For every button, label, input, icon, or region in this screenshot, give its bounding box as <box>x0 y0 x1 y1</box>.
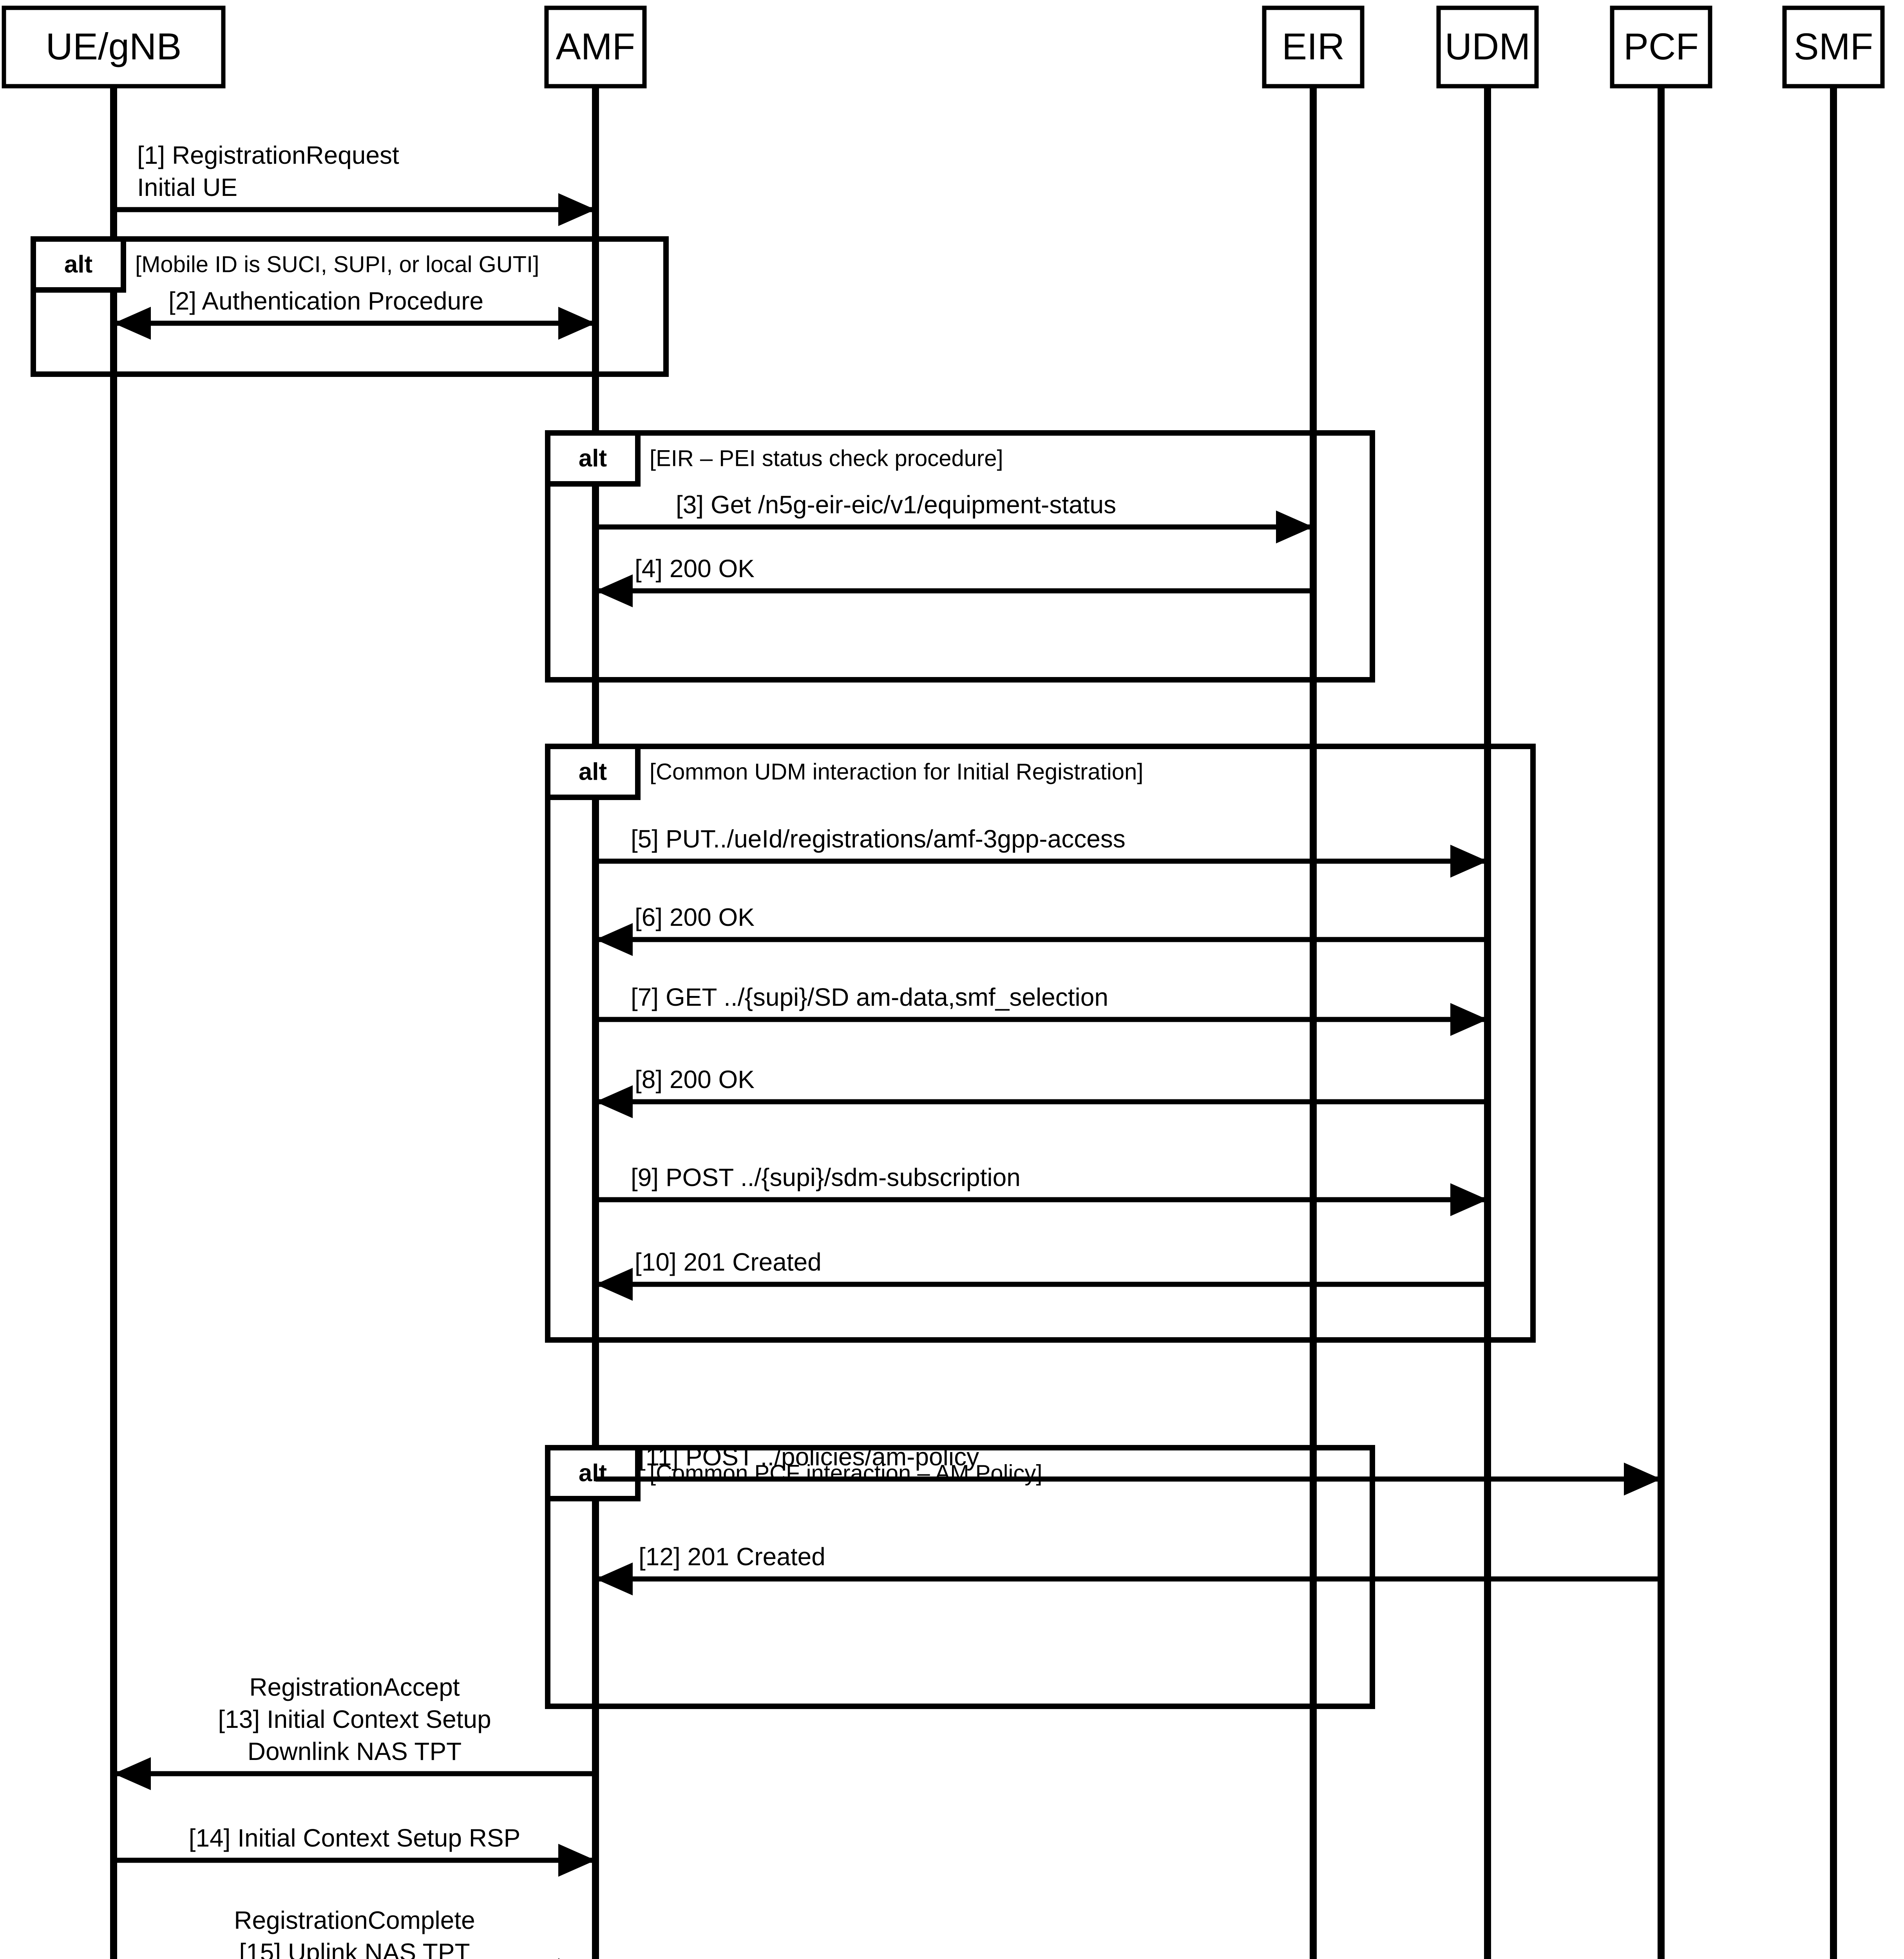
message-arrowhead <box>558 307 595 340</box>
alt-operator-label: alt <box>579 1459 607 1486</box>
alt-condition-label: [Mobile ID is SUCI, SUPI, or local GUTI] <box>135 252 539 277</box>
participant-head-label: EIR <box>1282 25 1345 67</box>
alt-operator-tab <box>545 430 641 487</box>
participant-smf[interactable]: SMFSMF <box>1782 5 1885 1959</box>
message-arrowhead <box>1276 511 1313 543</box>
participant-head-box[interactable] <box>1436 5 1539 89</box>
participant-head-box[interactable] <box>1262 5 1365 89</box>
message-15: RegistrationComplete [15] Uplink NAS TPT <box>234 1906 560 1959</box>
message-arrowhead <box>114 307 151 340</box>
alt-operator-tab <box>545 1445 641 1501</box>
participant-head-box[interactable] <box>2 5 226 89</box>
message-label-line: [6] 200 OK <box>635 903 755 931</box>
message-arrowhead <box>595 1562 633 1595</box>
alt-fragment-alt-auth: alt [Mobile ID is SUCI, SUPI, or local GU… <box>31 236 669 377</box>
participant-udm[interactable]: UDMUDM <box>1436 5 1539 1959</box>
message-label-line: [7] GET ../{supi}/SD am-data,smf_selecti… <box>631 983 1108 1011</box>
participant-head-label: UE/gNB <box>46 25 182 67</box>
message-arrowhead <box>1450 1003 1488 1036</box>
message-label-line: [14] Initial Context Setup RSP <box>189 1824 521 1852</box>
alt-operator-label: alt <box>579 445 607 472</box>
alt-condition-label: [Common UDM interaction for Initial Regi… <box>650 759 1143 784</box>
message-8: [8] 200 OK <box>595 1065 1488 1118</box>
message-label-line: [2] Authentication Procedure <box>168 287 483 315</box>
message-label-line: [5] PUT../ueId/registrations/amf-3gpp-ac… <box>631 825 1126 853</box>
message-arrowhead <box>1450 845 1488 878</box>
message-label-line: [11] POST ../policies/am-policy <box>639 1443 979 1471</box>
message-4: [4] 200 OK <box>595 554 1313 607</box>
message-arrowhead <box>1450 1183 1488 1216</box>
participant-head-label: PCF <box>1623 25 1699 67</box>
message-5: [5] PUT../ueId/registrations/amf-3gpp-ac… <box>595 825 1488 878</box>
participant-head-box[interactable] <box>544 5 647 89</box>
message-7: [7] GET ../{supi}/SD am-data,smf_selecti… <box>595 983 1488 1036</box>
message-2: [2] Authentication Procedure <box>114 287 595 340</box>
message-label-line: Initial UE <box>137 173 237 201</box>
activation-bar-eir <box>1310 55 1317 1959</box>
message-label-line: [12] 201 Created <box>639 1543 825 1571</box>
message-arrowhead <box>595 574 633 607</box>
activation-bars-group <box>110 55 1837 1959</box>
participant-amf[interactable]: AMFNew AMF <box>490 5 701 1959</box>
participant-head-label: AMF <box>556 25 635 67</box>
message-arrowhead <box>558 193 595 226</box>
alt-fragment-alt-eir: alt [EIR – PEI status check procedure] <box>545 430 1375 683</box>
message-arrowhead <box>114 1757 151 1790</box>
alt-operator-label: alt <box>579 758 607 785</box>
message-arrowhead <box>1624 1463 1661 1496</box>
message-label-line: [13] Initial Context Setup <box>218 1705 491 1733</box>
message-arrowhead <box>595 1085 633 1118</box>
message-6: [6] 200 OK <box>595 903 1488 956</box>
participant-eir[interactable]: EIREIR <box>1262 5 1365 1959</box>
message-label-line: [1] RegistrationRequest <box>137 141 399 169</box>
participant-boxes-group: UE/gNBUE/gNB AMFNew AMF EIREIR UDMUDM PCFPCF… <box>2 5 1885 1959</box>
alt-frame-border <box>545 430 1375 683</box>
message-label-line: [8] 200 OK <box>635 1065 755 1094</box>
alt-fragment-alt-udm: alt [Common UDM interaction for Initial R… <box>545 744 1536 1343</box>
participant-pcf[interactable]: PCFPCF <box>1610 5 1712 1959</box>
alt-fragments-group: alt [Mobile ID is SUCI, SUPI, or local GU… <box>31 236 1536 1709</box>
activation-bar-pcf <box>1658 55 1665 1959</box>
activation-bar-udm <box>1484 55 1491 1959</box>
message-arrowhead <box>595 923 633 956</box>
message-label-line: [10] 201 Created <box>635 1248 822 1276</box>
message-label-line: [15] Uplink NAS TPT <box>239 1938 470 1959</box>
message-label-line: Downlink NAS TPT <box>248 1737 462 1765</box>
activation-bar-amf <box>592 86 599 1959</box>
message-3: [3] Get /n5g-eir-eic/v1/equipment-status <box>595 491 1313 543</box>
message-label-line: [4] 200 OK <box>635 554 755 583</box>
alt-operator-label: alt <box>64 251 92 278</box>
message-10: [10] 201 Created <box>595 1248 1488 1301</box>
message-label-line: [9] POST ../{supi}/sdm-subscription <box>631 1163 1021 1191</box>
alt-frame-border <box>31 236 669 377</box>
message-14: [14] Initial Context Setup RSP <box>114 1824 595 1877</box>
participant-head-box[interactable] <box>1610 5 1712 89</box>
alt-condition-label: [EIR – PEI status check procedure] <box>650 445 1003 471</box>
message-9: [9] POST ../{supi}/sdm-subscription <box>595 1163 1488 1216</box>
message-13: RegistrationAccept [13] Initial Context S… <box>114 1673 595 1790</box>
message-label-line: RegistrationAccept <box>249 1673 460 1701</box>
participant-head-box[interactable] <box>1782 5 1885 89</box>
message-label-line: [3] Get /n5g-eir-eic/v1/equipment-status <box>676 491 1116 519</box>
message-12: [12] 201 Created <box>595 1543 1661 1595</box>
activation-bar-smf <box>1830 55 1837 1959</box>
alt-operator-tab <box>545 744 641 800</box>
participant-head-label: SMF <box>1794 25 1873 67</box>
participant-ue[interactable]: UE/gNBUE/gNB <box>2 5 226 1959</box>
alt-frame-border <box>545 744 1536 1343</box>
message-arrowhead <box>595 1268 633 1301</box>
message-label-line: RegistrationComplete <box>234 1906 475 1934</box>
message-11: [11] POST ../policies/am-policy <box>595 1443 1661 1496</box>
alt-operator-tab <box>31 236 126 293</box>
message-arrowhead <box>558 1844 595 1877</box>
activation-bar-ue <box>110 86 117 1959</box>
participant-head-label: UDM <box>1445 25 1531 67</box>
